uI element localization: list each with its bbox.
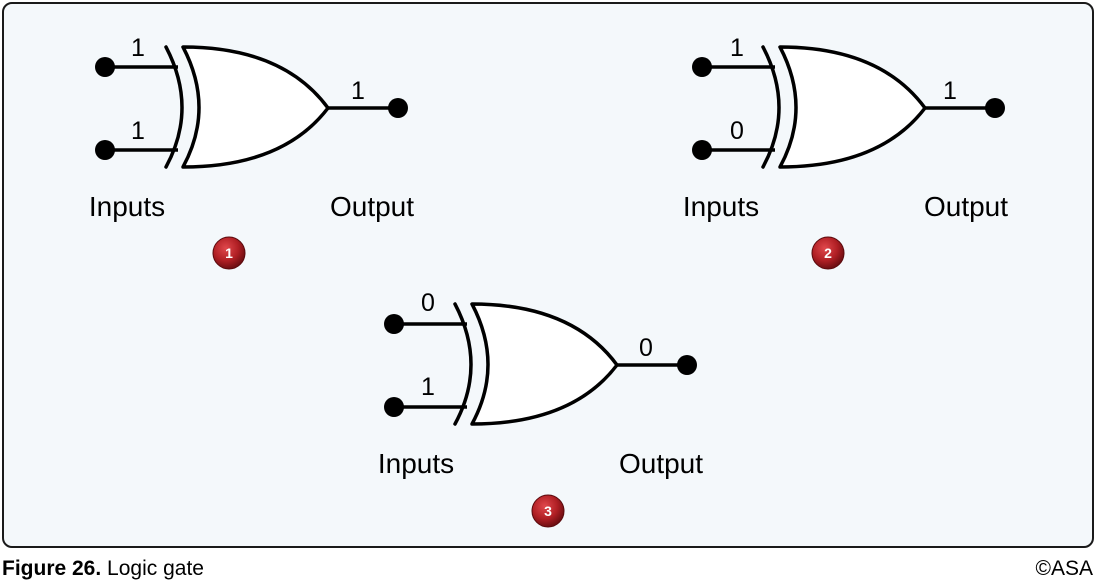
output-terminal [388, 98, 408, 118]
input-a-value: 1 [131, 34, 145, 62]
figure-title: Logic gate [107, 557, 204, 580]
inputs-label: Inputs [89, 191, 165, 222]
badge-circle-2 [811, 236, 845, 270]
input-b-value: 1 [421, 373, 435, 401]
output-value: 1 [943, 77, 957, 105]
badge-number-2: 2 [824, 245, 832, 261]
output-label: Output [619, 448, 703, 479]
input-terminal-a [95, 57, 115, 77]
inputs-label: Inputs [683, 191, 759, 222]
input-a-value: 1 [730, 34, 744, 62]
inputs-label: Inputs [378, 448, 454, 479]
output-value: 0 [639, 334, 653, 362]
input-terminal-b [95, 140, 115, 160]
badge-circle-3 [531, 494, 565, 528]
figure-caption: Figure 26. Logic gate [2, 557, 204, 581]
badge-number-3: 3 [544, 503, 552, 519]
output-label: Output [330, 191, 414, 222]
badge-circle-1 [212, 236, 246, 270]
input-a-value: 0 [421, 289, 435, 317]
output-terminal [677, 355, 697, 375]
xor-gate-1: 1 1 1 Inputs Output 1 [89, 34, 414, 270]
badge-number-1: 1 [225, 245, 233, 261]
gate-body [470, 302, 619, 426]
output-terminal [985, 98, 1005, 118]
input-terminal-b [692, 140, 712, 160]
xor-gate-2: 1 0 1 Inputs Output 2 [683, 34, 1008, 270]
xor-input-arc [164, 45, 184, 169]
input-terminal-a [692, 57, 712, 77]
copyright-notice: ©ASA [1035, 557, 1094, 580]
input-b-value: 0 [730, 117, 744, 145]
xor-input-arc [453, 302, 473, 426]
figure-number: Figure 26. [2, 557, 102, 580]
output-label: Output [924, 191, 1008, 222]
output-value: 1 [351, 77, 365, 105]
gate-body [181, 45, 330, 169]
input-b-value: 1 [131, 117, 145, 145]
xor-input-arc [761, 45, 781, 169]
input-terminal-a [384, 314, 404, 334]
input-terminal-b [384, 397, 404, 417]
gate-body [778, 45, 927, 169]
xor-gate-3: 0 1 0 Inputs Output 3 [378, 289, 703, 528]
logic-gate-diagram: 1 1 1 Inputs Output 1 1 0 1 Inputs Outpu… [89, 34, 1008, 528]
